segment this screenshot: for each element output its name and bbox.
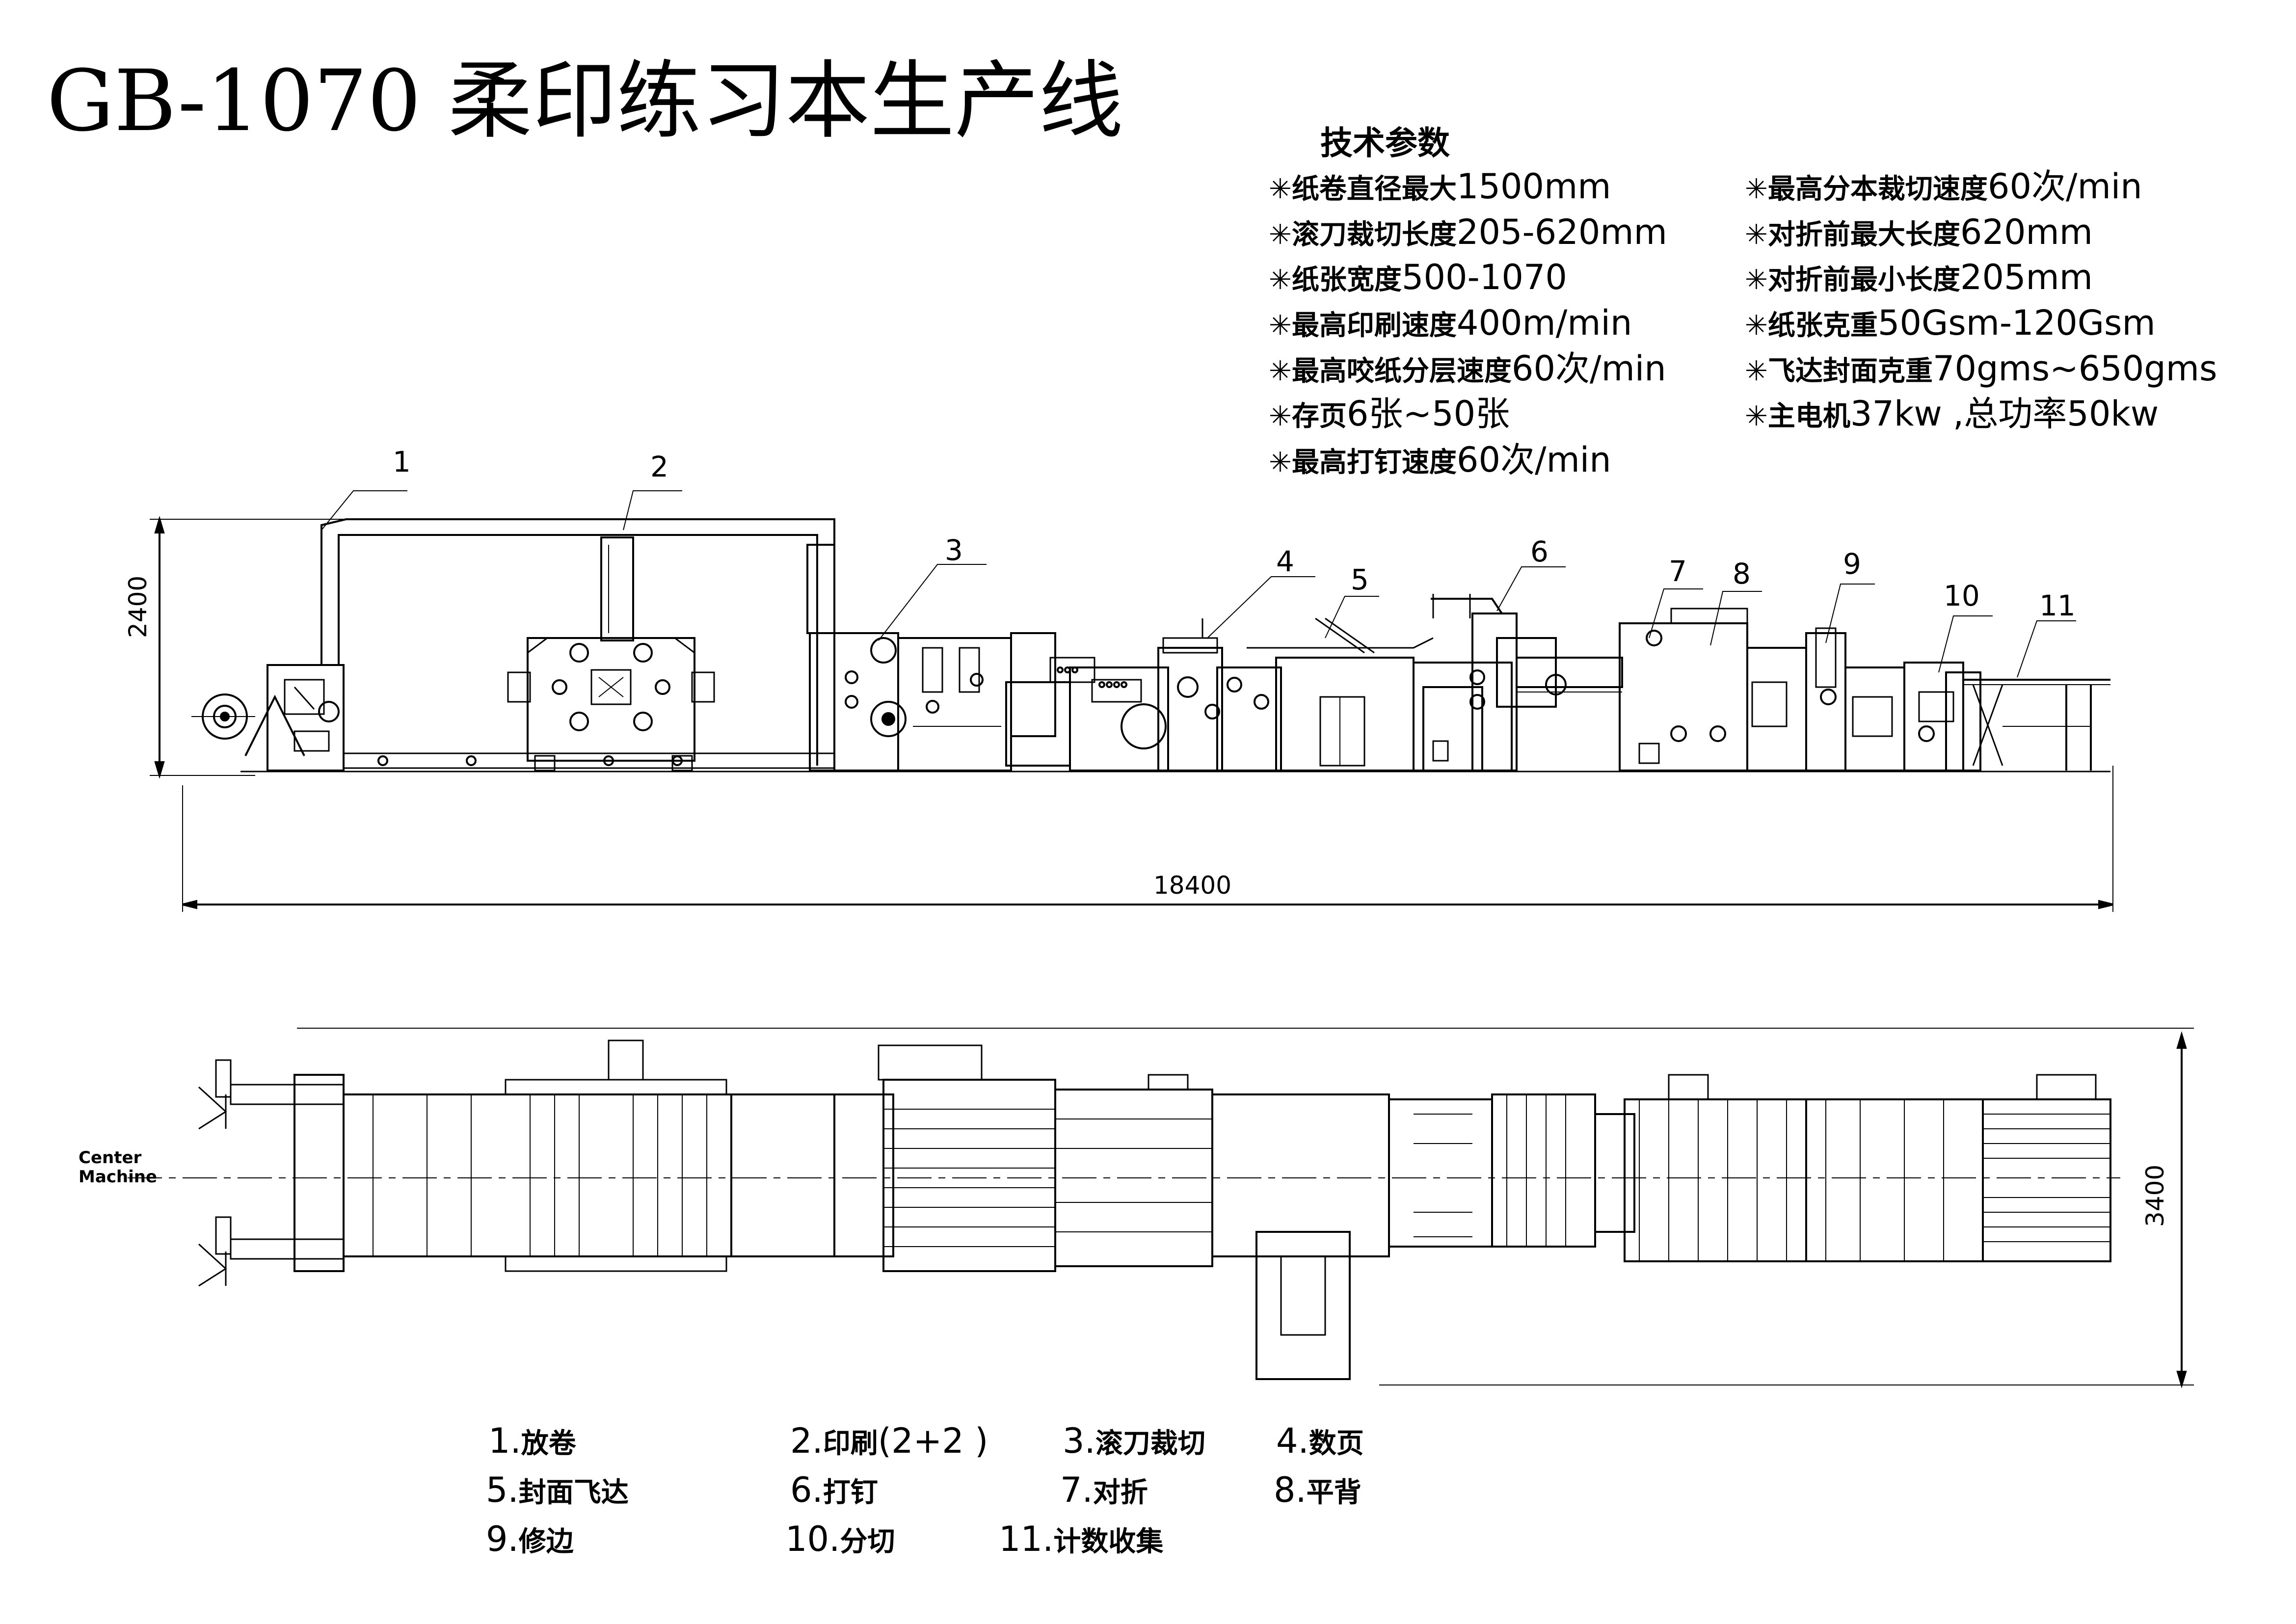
spec-right-3: ✳纸张克重50Gsm-120Gsm <box>1745 303 2156 343</box>
spec-heading: 技术参数 <box>1320 124 1450 162</box>
legend-item-11: 11.计数收集 <box>999 1519 1164 1559</box>
spec-right-1: ✳对折前最大长度620mm <box>1745 212 2093 252</box>
station-number-8: 8 <box>1733 557 1751 590</box>
legend-item-10: 10.分切 <box>785 1519 895 1559</box>
legend-item-4: 4.数页 <box>1276 1421 1364 1461</box>
legend-item-1: 1.放卷 <box>488 1421 576 1461</box>
station-number-4: 4 <box>1276 545 1294 578</box>
station-number-5: 5 <box>1351 563 1369 596</box>
station-number-2: 2 <box>650 450 668 483</box>
spec-left-6: ✳最高打钉速度60次/min <box>1269 440 1611 480</box>
spec-right-4: ✳飞达封面克重70gms~650gms <box>1745 348 2217 389</box>
spec-left-5: ✳存页6张~50张 <box>1269 394 1510 434</box>
station-number-10: 10 <box>1944 579 1980 612</box>
legend-item-5: 5.封面飞达 <box>486 1470 629 1510</box>
spec-left-2: ✳纸张宽度500-1070 <box>1269 257 1567 297</box>
drawing-title: GB-1070 柔印练习本生产线 <box>47 52 1123 150</box>
center-machine-label: Center Machine <box>79 1148 158 1187</box>
length-dimension: 18400 <box>1153 871 1232 900</box>
station-number-11: 11 <box>2039 589 2076 622</box>
spec-left-3: ✳最高印刷速度400m/min <box>1269 303 1632 343</box>
station-number-7: 7 <box>1669 555 1687 588</box>
station-number-9: 9 <box>1843 547 1861 581</box>
station-number-6: 6 <box>1530 535 1548 568</box>
side-elevation <box>150 490 2113 912</box>
station-number-3: 3 <box>945 533 963 567</box>
spec-left-0: ✳纸卷直径最大1500mm <box>1269 166 1611 207</box>
height-dimension: 2400 <box>124 575 152 638</box>
plan-view <box>128 1028 2194 1389</box>
legend-item-6: 6.打钉 <box>790 1470 878 1510</box>
spec-right-0: ✳最高分本裁切速度60次/min <box>1745 166 2142 207</box>
width-dimension: 3400 <box>2141 1164 2169 1227</box>
legend-item-8: 8.平背 <box>1274 1470 1362 1510</box>
spec-right-2: ✳对折前最小长度205mm <box>1745 257 2093 297</box>
legend-item-7: 7.对折 <box>1060 1470 1148 1510</box>
legend-item-9: 9.修边 <box>486 1519 574 1559</box>
legend-item-2: 2.印刷(2+2 ) <box>790 1421 988 1461</box>
spec-left-1: ✳滚刀裁切长度205-620mm <box>1269 212 1667 252</box>
spec-left-4: ✳最高咬纸分层速度60次/min <box>1269 348 1666 389</box>
spec-right-5: ✳主电机37kw ,总功率50kw <box>1745 394 2159 434</box>
station-number-1: 1 <box>393 445 411 479</box>
legend-item-3: 3.滚刀裁切 <box>1063 1421 1205 1461</box>
